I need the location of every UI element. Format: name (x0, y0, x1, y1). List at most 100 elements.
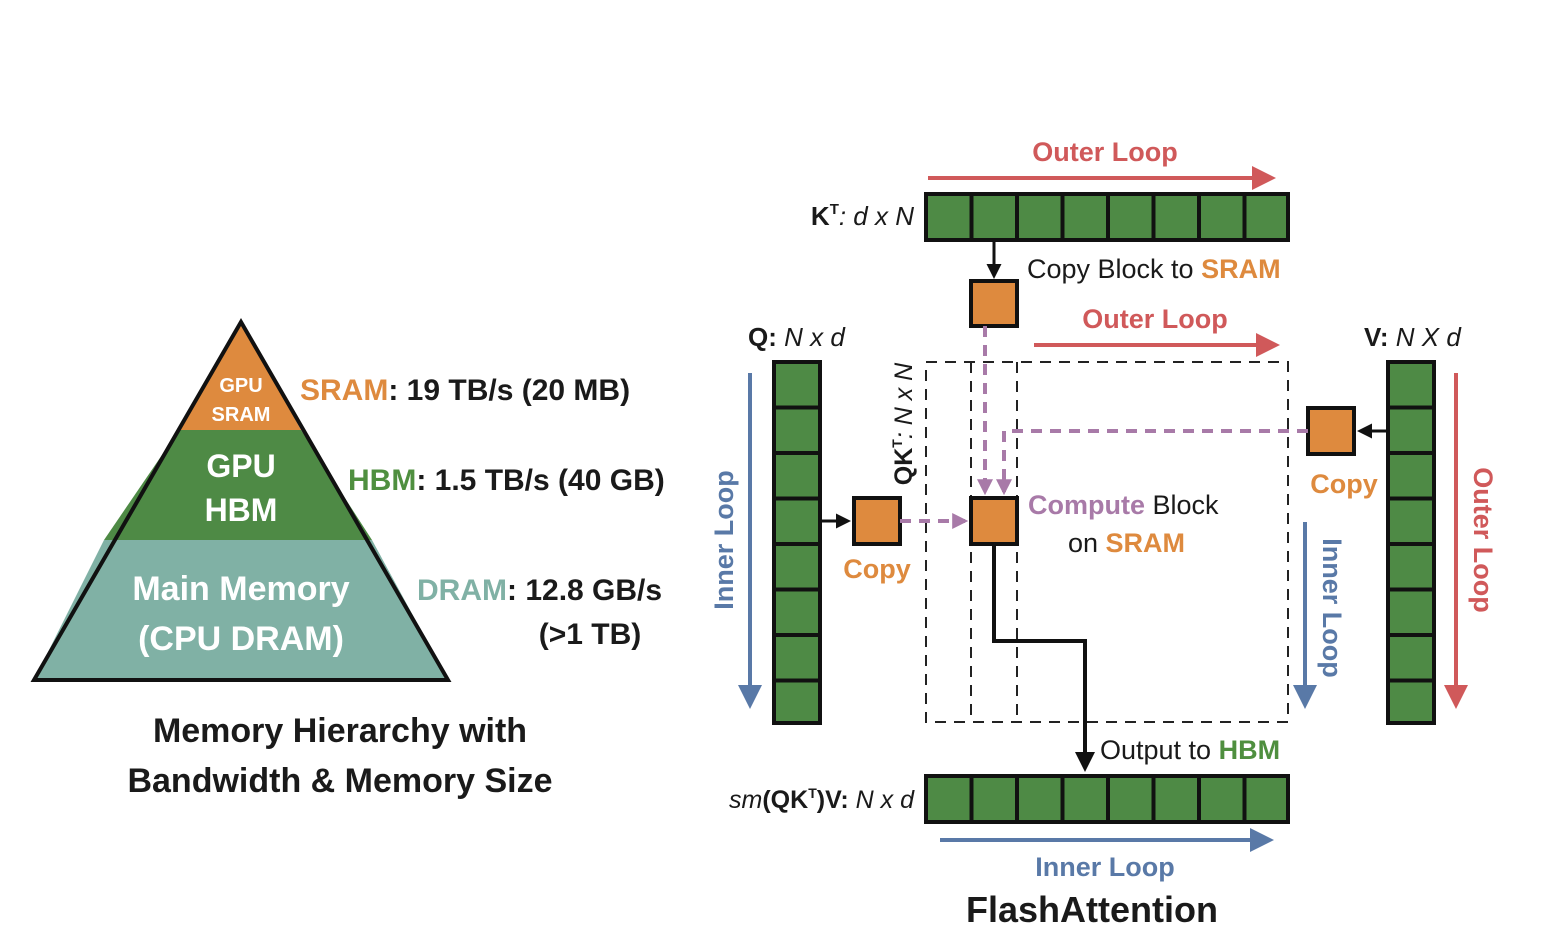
inner-loop-left-label: Inner Loop (709, 470, 739, 609)
output-cell (924, 774, 974, 824)
v-to-compute-arrow (996, 429, 1308, 496)
q-label: Q: N x d (748, 322, 846, 352)
pyramid-dram-line1: Main Memory (132, 570, 349, 608)
pyramid-hbm-line2: HBM (205, 492, 278, 528)
output-to-hbm-label: Output to HBM (1100, 735, 1280, 765)
kt-cell (1197, 192, 1247, 242)
copy-block-to-sram-label: Copy Block to SRAM (1027, 254, 1281, 284)
q-cell (772, 451, 822, 501)
kt-label: KT: d x N (811, 201, 914, 231)
q-cell (772, 360, 822, 410)
compute-sram-text: SRAM (1106, 528, 1186, 558)
compute-block-label: Compute Block (1028, 490, 1219, 520)
v-label: V: N X d (1364, 322, 1462, 352)
spec-dram-detail: : 12.8 GB/s (507, 574, 662, 607)
outer-loop-mid-label: Outer Loop (1082, 304, 1227, 334)
left-caption-line1: Memory Hierarchy with (153, 712, 527, 750)
output-label-dims: N x d (849, 786, 915, 814)
pyramid-sram-line2: SRAM (212, 404, 271, 426)
kt-cell (1060, 192, 1110, 242)
spec-sram: SRAM: 19 TB/s (20 MB) (300, 374, 630, 407)
qkt-region (925, 361, 1289, 723)
kt-cell (924, 192, 974, 242)
output-label-sup: T (808, 785, 817, 801)
q-label-dims: N x d (777, 322, 846, 352)
q-matrix (772, 360, 822, 725)
spec-dram: DRAM: 12.8 GB/s (417, 574, 662, 607)
qkt-label-name: QK (890, 448, 918, 486)
q-cell (772, 405, 822, 455)
copy-block-sram-text: SRAM (1201, 254, 1281, 284)
compute-sram-block (969, 496, 1019, 546)
output-matrix (924, 774, 1290, 824)
spec-sram-name: SRAM (300, 374, 388, 407)
v-cell (1386, 405, 1436, 455)
memory-pyramid: GPU SRAM GPU HBM Main Memory (CPU DRAM) (30, 318, 452, 682)
compute-on-sram-label: on SRAM (1068, 528, 1185, 558)
outer-loop-right-label: Outer Loop (1468, 467, 1498, 612)
kt-cell (1242, 192, 1290, 242)
inner-loop-bottom-label: Inner Loop (1035, 852, 1174, 882)
spec-hbm-name: HBM (348, 464, 416, 497)
v-cell (1386, 451, 1436, 501)
compute-on-text: on (1068, 528, 1106, 558)
pyramid-sram-layer (179, 322, 301, 430)
output-label-prefix: sm (729, 786, 762, 814)
q-label-name: Q: (748, 322, 777, 352)
spec-dram-name: DRAM (417, 574, 507, 607)
output-cell (1242, 774, 1290, 824)
q-sram-block (852, 496, 902, 546)
kt-cell (969, 192, 1019, 242)
kt-sram-block (969, 279, 1019, 328)
kt-cell (1106, 192, 1156, 242)
output-cell (969, 774, 1019, 824)
q-copy-label: Copy (843, 554, 911, 584)
spec-sram-detail: : 19 TB/s (20 MB) (388, 374, 630, 407)
inner-loop-inner-label: Inner Loop (1317, 538, 1347, 677)
pyramid-outline (30, 318, 452, 682)
q-cell (772, 587, 822, 637)
v-cell (1386, 633, 1436, 683)
kt-cell (1015, 192, 1065, 242)
spec-hbm-detail: : 1.5 TB/s (40 GB) (416, 464, 664, 497)
q-cell (772, 633, 822, 683)
output-cell (1106, 774, 1156, 824)
v-matrix (1386, 360, 1436, 725)
spec-hbm: HBM: 1.5 TB/s (40 GB) (348, 464, 665, 497)
memory-specs: SRAM: 19 TB/s (20 MB) HBM: 1.5 TB/s (40 … (300, 374, 665, 651)
q-cell (772, 542, 822, 592)
v-sram-block (1306, 406, 1356, 456)
left-caption-line2: Bandwidth & Memory Size (127, 762, 552, 800)
output-label: sm(QKT)V: N x d (729, 785, 915, 814)
output-cell (1151, 774, 1201, 824)
v-copy-label: Copy (1310, 469, 1378, 499)
outer-loop-top-label: Outer Loop (1032, 137, 1177, 167)
output-cell (1060, 774, 1110, 824)
flashattention-title: FlashAttention (966, 889, 1218, 930)
v-label-dims: N X d (1389, 322, 1463, 352)
kt-matrix (924, 192, 1290, 242)
v-cell (1386, 360, 1436, 410)
pyramid-dram-layer (34, 540, 448, 680)
compute-text: Compute (1028, 490, 1145, 520)
pyramid-sram-line1: GPU (219, 375, 262, 397)
v-cell (1386, 587, 1436, 637)
q-cell (772, 496, 822, 546)
kt-label-name: K (811, 201, 830, 231)
copy-block-to-text: Copy Block to (1027, 254, 1201, 284)
kt-label-sup: T (830, 201, 839, 218)
v-label-name: V: (1364, 322, 1389, 352)
output-hbm-text: HBM (1219, 735, 1281, 765)
output-label-name: (QK (762, 786, 808, 814)
qkt-label: QKT: N x N (889, 362, 918, 485)
compute-block-text: Block (1145, 490, 1219, 520)
spec-dram-size: (>1 TB) (539, 618, 642, 651)
kt-label-dims: : d x N (839, 201, 914, 231)
output-cell (1015, 774, 1065, 824)
v-cell (1386, 678, 1436, 725)
output-to-text: Output to (1100, 735, 1219, 765)
v-cell (1386, 542, 1436, 592)
output-label-suffix: )V: (817, 786, 849, 814)
kt-cell (1151, 192, 1201, 242)
